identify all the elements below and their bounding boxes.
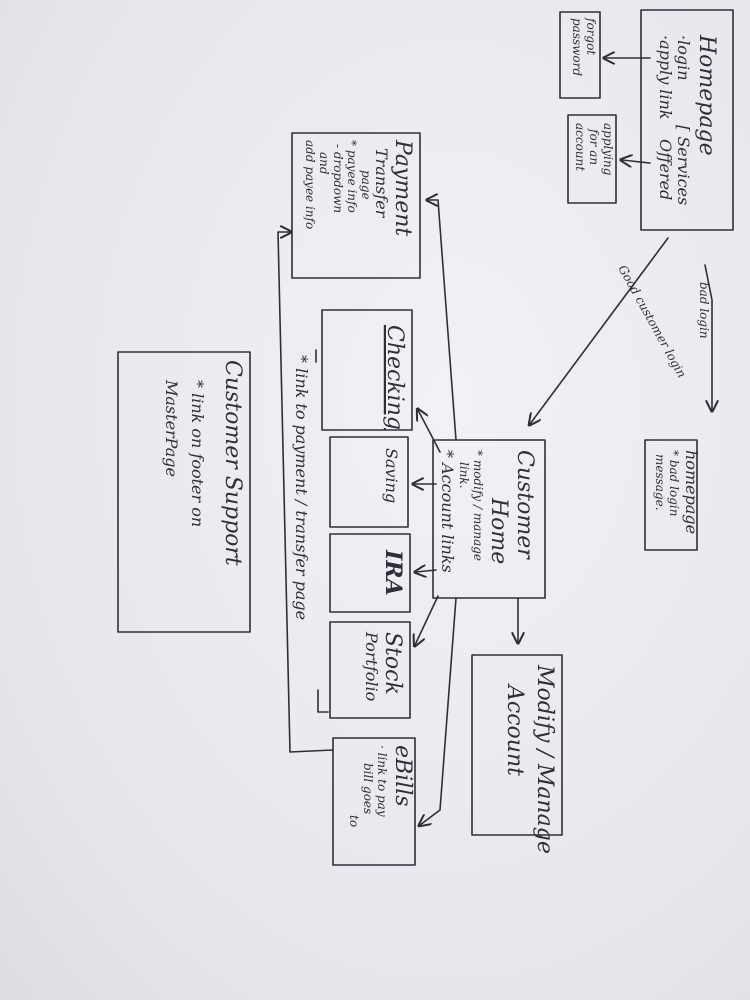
support-border (117, 351, 251, 633)
arrow-to-ira (416, 570, 437, 572)
modify-border (471, 654, 563, 836)
homepage-box: Homepage ·login ·apply link [ Services O… (640, 9, 734, 231)
homepage-title: Homepage (694, 34, 719, 156)
customer-home-line-1: Customer (512, 450, 537, 560)
customer-home-line-2: Home (486, 497, 511, 564)
support-line-2: * link on footer on (188, 380, 207, 527)
arrow-to-stock (415, 595, 439, 645)
homepage-line-4: Offered (656, 139, 675, 200)
arrow-ebills-to-payment (277, 232, 334, 753)
homepage2-line-1: homepage (682, 450, 701, 534)
arrow-to-ebills (420, 597, 457, 825)
payment-line-7: add payee info (303, 140, 317, 229)
forgot-password-border (559, 11, 601, 99)
account-checking-box: Checking (321, 309, 413, 431)
ebills-box: eBills · link to pay bill goes to (332, 737, 416, 866)
stock-label-2: Portfolio (362, 631, 381, 701)
modify-line-2: Account (502, 683, 527, 776)
ira-label: IRA (380, 549, 406, 596)
ebills-border (332, 737, 416, 866)
checking-label: Checking (382, 325, 407, 430)
homepage-line-3: [ Services (674, 125, 693, 205)
modify-line-1: Modify / Manage (532, 664, 557, 854)
arrow-to-checking (418, 410, 441, 453)
forgot-password-box: forgot password (559, 11, 601, 99)
bad-login-label: bad login (697, 282, 711, 339)
payment-transfer-box: Payment Transfer page * payee info - dro… (291, 132, 421, 279)
checking-border (321, 309, 413, 431)
customer-home-border (432, 439, 546, 599)
apply-account-box: applying for an account (567, 114, 617, 204)
payment-line-2: Transfer (372, 148, 391, 219)
forgot-line-2: password (570, 18, 584, 76)
payment-border (291, 132, 421, 279)
modify-account-box: Modify / Manage Account (471, 654, 563, 854)
homepage2-border (644, 439, 698, 551)
arrow-good-login (530, 237, 669, 424)
account-saving-box: Saving (329, 436, 409, 528)
support-line-3: MasterPage (162, 379, 181, 477)
saving-label: Saving (382, 448, 401, 503)
forgot-line-1: forgot (584, 17, 598, 55)
payment-line-4: * payee info (345, 140, 359, 213)
link-bracket-bottom (317, 689, 329, 713)
link-note: * link to payment / transfer page (292, 355, 311, 620)
homepage-line-2: ·apply link (656, 35, 675, 120)
account-stock-box: Stock Portfolio (329, 621, 411, 719)
homepage-line-1: ·login (674, 35, 693, 81)
saving-border (329, 436, 409, 528)
arrow-homepage-apply (622, 160, 651, 163)
ira-border (329, 533, 411, 613)
payment-line-1: Payment (390, 139, 415, 236)
stock-label-1: Stock (380, 632, 405, 695)
arrow-to-payment (428, 200, 457, 441)
customer-support-box: Customer Support * link on footer on Mas… (117, 351, 251, 633)
payment-line-5: - dropdown (331, 144, 345, 213)
support-line-1: Customer Support (220, 360, 245, 566)
apply-account-border (567, 114, 617, 204)
ebills-line-4: to (347, 815, 361, 827)
apply-line-3: account (573, 123, 587, 171)
customer-home-note-1: * modify / manage (471, 450, 485, 561)
homepage-box-border (640, 9, 734, 231)
ebills-line-1: eBills (390, 745, 415, 807)
payment-line-6: and (317, 152, 331, 175)
payment-line-3: page (359, 170, 373, 200)
stock-border (329, 621, 411, 719)
apply-line-2: for an (587, 128, 601, 165)
ebills-line-3: bill goes (361, 763, 375, 814)
good-login-label: Good customer login (615, 263, 689, 380)
homepage-bad-login-box: homepage * bad login message. (644, 439, 701, 551)
homepage2-line-2: * bad login (667, 450, 681, 516)
ebills-line-2: · link to pay (375, 745, 389, 817)
customer-home-note-2: link. (457, 462, 471, 489)
account-links-label: * Account links (438, 450, 457, 573)
homepage2-line-3: message. (653, 454, 667, 511)
account-ira-box: IRA (329, 533, 411, 613)
arrow-bad-login (704, 264, 712, 410)
customer-home-box: Customer Home * modify / manage link. * … (432, 439, 546, 599)
apply-line-1: applying (601, 123, 615, 176)
